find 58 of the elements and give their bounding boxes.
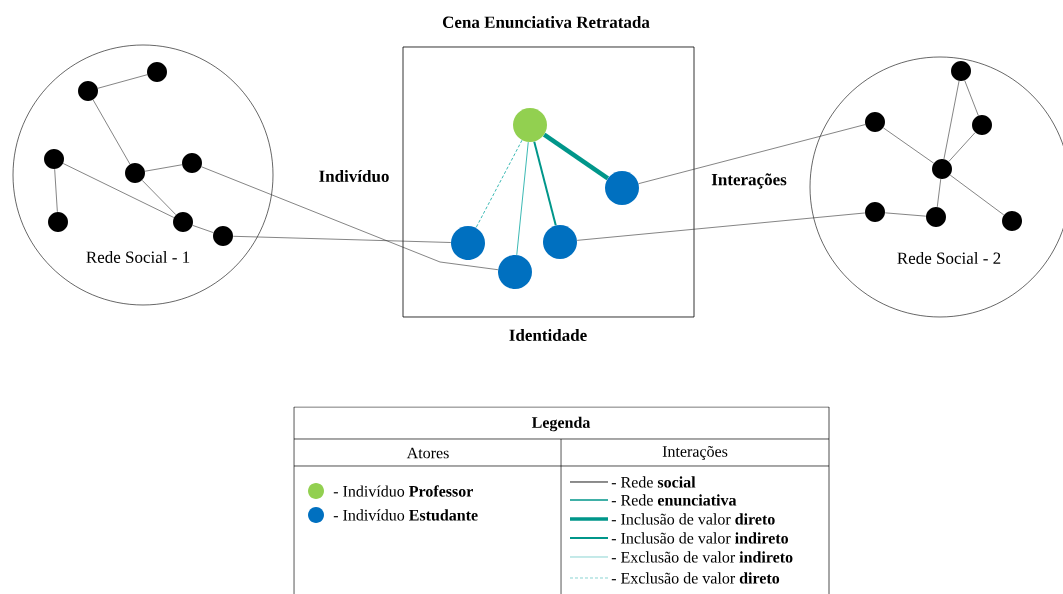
label-text: Indivíduo — [319, 170, 389, 182]
connector-line — [232, 236, 452, 243]
label-text: Interações — [711, 173, 787, 189]
legend-text: - Rede social — [611, 476, 696, 488]
label-text: Atores — [406, 447, 449, 459]
network-dot — [1002, 211, 1022, 231]
legend-text: - Rede enunciativa — [611, 494, 737, 506]
connector-line — [192, 225, 214, 233]
legend-text: - Inclusão de valor direto — [611, 513, 775, 525]
legend-text: - Indivíduo Estudante — [333, 509, 478, 521]
legend-text: - Indivíduo Professor — [333, 485, 473, 497]
connector-line — [54, 168, 58, 213]
network-dot — [932, 159, 952, 179]
network-dot — [48, 212, 68, 232]
connector-line — [884, 212, 927, 217]
network-dot — [972, 115, 992, 135]
connector-line — [533, 140, 557, 227]
node-label: Cena Enunciativa Retratada — [442, 16, 650, 28]
connector-line — [638, 124, 866, 184]
network-dot — [865, 112, 885, 132]
connector-line — [949, 174, 1005, 216]
network-dot — [865, 202, 885, 222]
connector-line — [62, 163, 175, 218]
network-dot — [951, 61, 971, 81]
network-dot — [605, 171, 639, 205]
network-dot — [78, 81, 98, 101]
connector-line — [883, 127, 934, 164]
connector-line — [92, 99, 131, 165]
connector-line — [964, 80, 979, 116]
connector-line — [201, 166, 499, 271]
label-text: Interações — [662, 445, 728, 461]
network-dot — [213, 226, 233, 246]
network-dot — [44, 149, 64, 169]
connector-line — [943, 80, 960, 160]
legend-text: - Exclusão de valor direto — [611, 572, 780, 584]
network-dot — [173, 212, 193, 232]
network-dot — [513, 108, 547, 142]
legend-text: - Inclusão de valor indireto — [611, 532, 789, 544]
connector-line — [936, 178, 942, 208]
network-dot — [125, 163, 145, 183]
network-dot — [498, 255, 532, 289]
connector-line — [141, 180, 177, 215]
connector-line — [576, 212, 866, 241]
connector-line — [948, 132, 976, 162]
network-dot — [926, 207, 946, 227]
network-dot — [543, 225, 577, 259]
network-dot — [182, 153, 202, 173]
connector-line — [97, 74, 148, 89]
network-dot — [147, 62, 167, 82]
connector-line — [542, 132, 610, 181]
connector-line — [475, 139, 523, 229]
label-text: Identidade — [509, 329, 587, 341]
connector-line — [516, 141, 529, 256]
connector-line — [144, 164, 183, 172]
network-dot — [451, 226, 485, 260]
legend-text: - Exclusão de valor indireto — [611, 551, 793, 563]
scene-box: Cena Enunciativa Retratada — [402, 16, 695, 318]
label-text: Legenda — [531, 416, 591, 432]
